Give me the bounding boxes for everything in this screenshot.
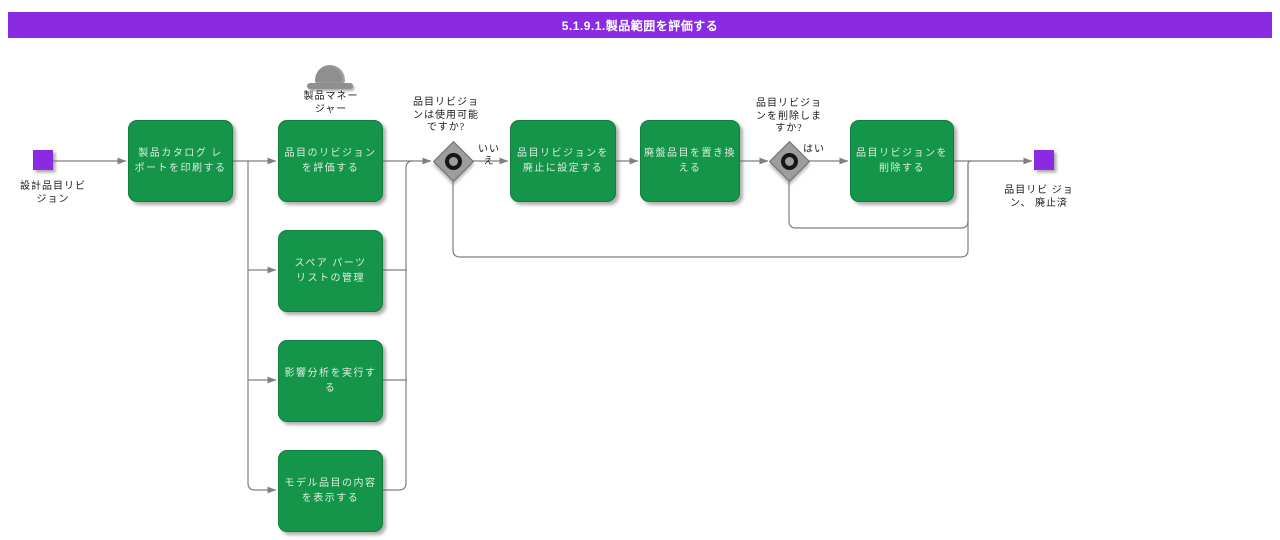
- gateway-circle-icon: [441, 149, 466, 174]
- task-evaluate-item-revision[interactable]: 品目のリビジョン を評価する: [278, 120, 383, 202]
- start-event-node[interactable]: [33, 150, 53, 170]
- bowler-hat-icon: [315, 65, 345, 83]
- task-label: 影響分析を実行す る: [284, 367, 377, 395]
- edge-merge-vertical: [405, 160, 414, 483]
- task-set-revision-obsolete[interactable]: 品目リビジョンを 廃止に設定する: [510, 120, 616, 202]
- task-label: スペア パーツ リストの管理: [294, 257, 367, 285]
- task-manage-spare-parts-list[interactable]: スペア パーツ リストの管理: [278, 230, 383, 312]
- task-replace-discontinued-item[interactable]: 廃盤品目を置き換 える: [640, 120, 740, 202]
- end-event-label: 品目リビ ジョ ン、 廃止済: [1004, 185, 1074, 209]
- task-label: モデル品目の内容 を表示する: [284, 477, 377, 505]
- task-label: 品目のリビジョン を評価する: [284, 147, 377, 175]
- task-run-impact-analysis[interactable]: 影響分析を実行す る: [278, 340, 383, 422]
- gateway1-question-label: 品目リビジョ ンは使用可能 ですか?: [413, 97, 479, 133]
- start-event-label: 設計品目リビ ジョン: [20, 181, 86, 205]
- gateway-circle-icon: [777, 149, 802, 174]
- gateway-is-revision-usable[interactable]: [432, 140, 475, 183]
- diagram-title: 5.1.9.1.製品範囲を評価する: [561, 18, 719, 33]
- gateway1-branch-label-no: いい え: [478, 144, 500, 167]
- task-show-model-item-contents[interactable]: モデル品目の内容 を表示する: [278, 450, 383, 532]
- gateway2-branch-label-yes: はい: [803, 144, 825, 155]
- gateway2-question-label: 品目リビジョ ンを削除しま すか?: [756, 98, 822, 134]
- role-product-manager-label: 製品マネー ジャー: [303, 91, 359, 115]
- task-delete-item-revision[interactable]: 品目リビジョンを 削除する: [850, 120, 954, 202]
- edge-model-item-merge: [381, 482, 407, 491]
- task-label: 廃盤品目を置き換 える: [644, 147, 736, 175]
- edge-branch-down-to-model-item: [247, 161, 277, 494]
- diagram-title-bar: 5.1.9.1.製品範囲を評価する: [8, 12, 1272, 38]
- task-label: 品目リビジョンを 削除する: [856, 147, 948, 175]
- end-event-node[interactable]: [1034, 150, 1054, 170]
- task-print-product-catalog-report[interactable]: 製品カタログ レ ポートを印刷する: [128, 120, 233, 202]
- bowler-hat-brim-icon: [307, 83, 353, 89]
- task-label: 製品カタログ レ ポートを印刷する: [134, 147, 227, 175]
- task-label: 品目リビジョンを 廃止に設定する: [517, 147, 609, 175]
